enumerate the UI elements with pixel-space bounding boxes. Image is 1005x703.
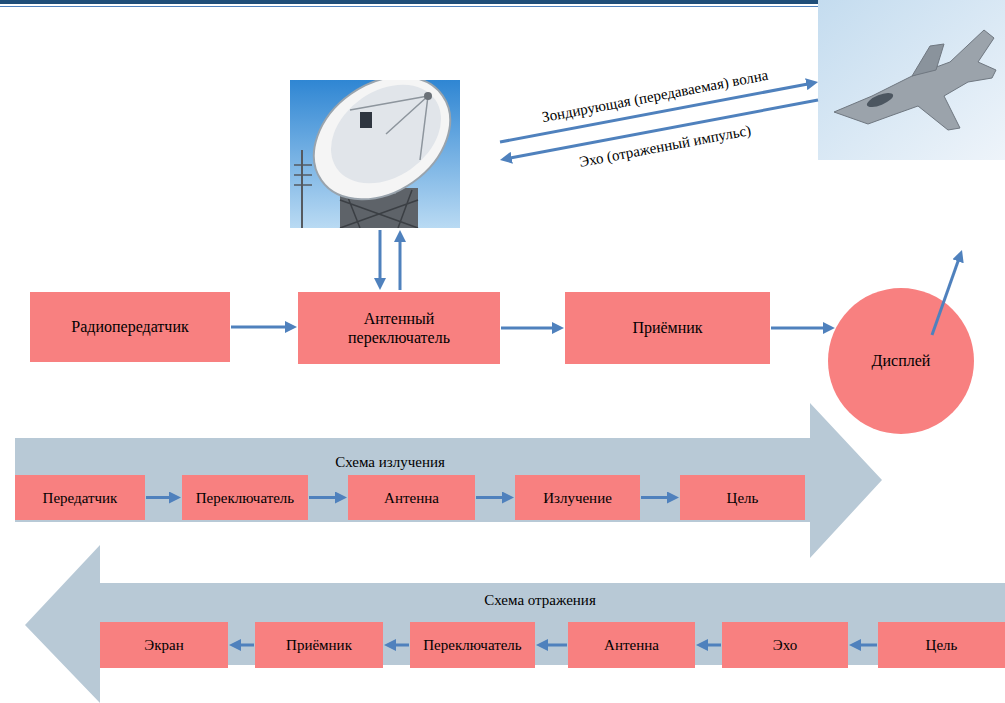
box-label: Радиопередатчик — [71, 317, 188, 336]
process-box: Эхо — [722, 622, 848, 668]
process-box: Приёмник — [565, 292, 770, 364]
process-box: Радиопередатчик — [30, 292, 230, 362]
flow-band: Схема излученияПередатчик Переключатель Ан… — [15, 403, 882, 558]
process-box: Переключатель — [410, 622, 535, 668]
box-label: Дисплей — [872, 351, 931, 370]
box-label: Цель — [926, 636, 958, 654]
flow-arrow — [309, 496, 338, 499]
flow-arrow — [501, 327, 555, 330]
process-box: Приёмник — [255, 622, 383, 668]
jet-photo — [818, 0, 1005, 160]
flow-arrow — [641, 496, 670, 499]
flow-arrow — [545, 644, 567, 647]
flow-arrow — [238, 644, 254, 647]
band-fill — [15, 403, 882, 558]
process-box: Излучение — [515, 475, 640, 520]
process-box: Переключатель — [182, 475, 308, 520]
wave-label: Эхо (отраженный импульс) — [578, 121, 753, 171]
process-box: Антенный переключатель — [298, 292, 500, 364]
box-label: Приёмник — [632, 318, 702, 337]
band-fill — [25, 545, 1005, 703]
process-box: Экран — [100, 622, 228, 668]
flow-band: Схема отраженияЭкран Приёмник Переключател… — [25, 545, 1005, 703]
wave-label: Зондирующая (передаваемая) волна — [540, 66, 769, 126]
box-label: Излучение — [543, 489, 612, 507]
box-label: Цель — [727, 489, 759, 507]
flow-arrow — [476, 496, 505, 499]
flow-arrow — [705, 644, 721, 647]
box-label: Антенный переключатель — [337, 309, 462, 347]
circle-fill — [828, 288, 974, 434]
box-label: Эхо — [773, 636, 797, 654]
process-box: Антенна — [348, 475, 475, 520]
box-label: Передатчик — [43, 489, 118, 507]
process-box: Передатчик — [15, 475, 145, 520]
flow-arrow — [393, 644, 409, 647]
process-box: Цель — [680, 475, 805, 520]
box-label: Антенна — [384, 489, 439, 507]
box-label: Приёмник — [286, 636, 352, 654]
flow-arrow — [231, 326, 288, 329]
radar-dish-photo — [290, 80, 460, 228]
process-box: Антенна — [568, 622, 695, 668]
flow-arrow — [146, 496, 172, 499]
display-needle — [932, 259, 959, 336]
box-label: Экран — [144, 636, 183, 654]
band-title: Схема излучения — [335, 453, 445, 471]
flow-arrow — [858, 644, 877, 647]
process-box: Цель — [878, 622, 1005, 668]
box-label: Переключатель — [196, 489, 294, 507]
box-label: Переключатель — [423, 636, 521, 654]
flow-arrow — [771, 327, 826, 330]
band-title: Схема отражения — [484, 591, 596, 609]
display-circle: Дисплей — [828, 288, 974, 434]
box-label: Антенна — [604, 636, 659, 654]
